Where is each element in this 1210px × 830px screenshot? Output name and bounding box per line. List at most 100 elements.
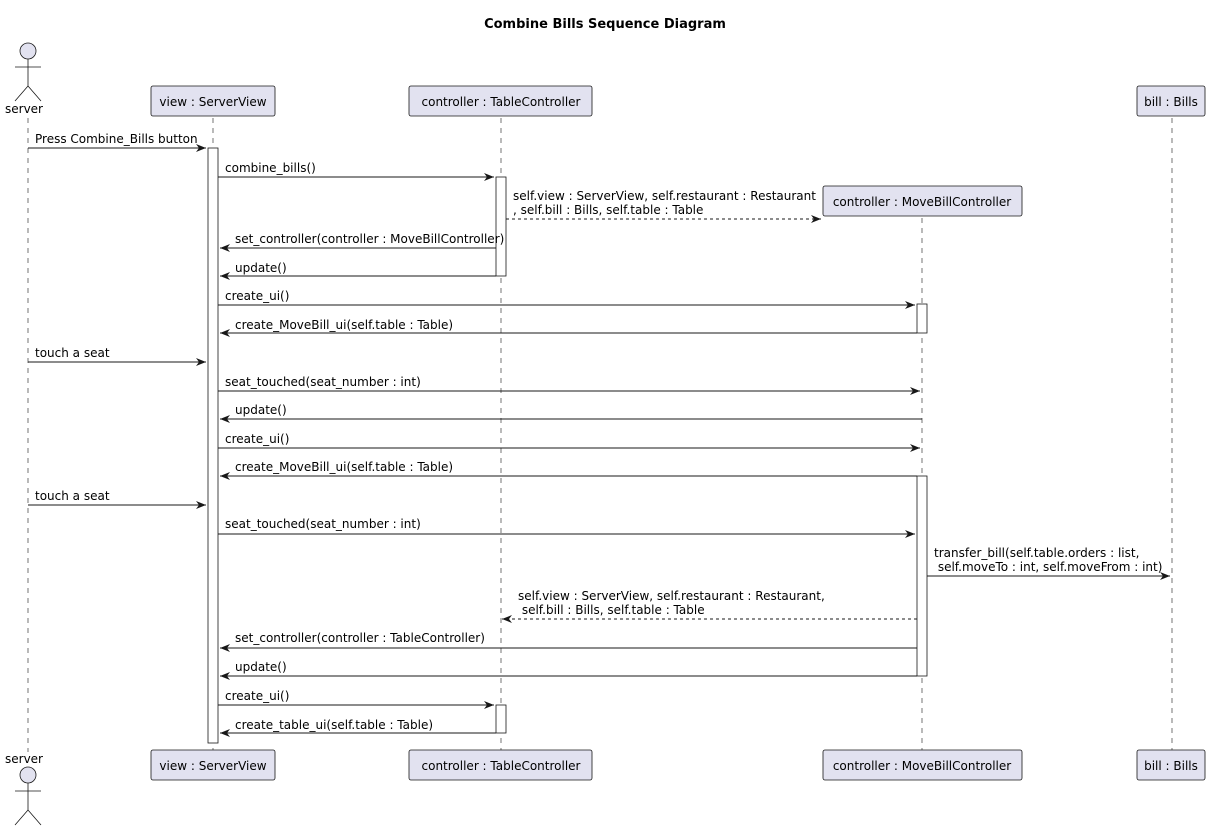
message-label: update() bbox=[235, 660, 287, 674]
message-label: seat_touched(seat_number : int) bbox=[225, 375, 421, 389]
participant-box bbox=[1136, 85, 1206, 117]
message: create_table_ui(self.table : Table) bbox=[220, 718, 496, 737]
participant-table-controller-bottom: controller : TableController bbox=[408, 749, 593, 781]
message-label: seat_touched(seat_number : int) bbox=[225, 517, 421, 531]
message: touch a seat bbox=[28, 489, 206, 509]
message: create_MoveBill_ui(self.table : Table) bbox=[220, 460, 917, 480]
message-label: combine_bills() bbox=[225, 161, 316, 175]
participant-view-bottom: view : ServerView bbox=[150, 749, 276, 781]
actor-server-top: server bbox=[5, 42, 43, 116]
message-label: create_ui() bbox=[225, 289, 289, 303]
message: create_ui() bbox=[218, 689, 494, 709]
activation-move-bill-controller-1 bbox=[916, 303, 928, 334]
message: set_controller(controller : MoveBillCont… bbox=[220, 232, 504, 252]
actor-label: server bbox=[5, 102, 43, 116]
message: update() bbox=[220, 660, 917, 680]
message-label: create_MoveBill_ui(self.table : Table) bbox=[235, 318, 453, 332]
participant-label: bill : Bills bbox=[1144, 759, 1198, 773]
arrowhead-icon bbox=[196, 501, 206, 509]
message: create_ui() bbox=[218, 432, 920, 452]
actor-body-icon bbox=[14, 59, 42, 102]
message-label: set_controller(controller : TableControl… bbox=[235, 631, 485, 645]
message-label: set_controller(controller : MoveBillCont… bbox=[235, 232, 504, 246]
arrowhead-icon bbox=[220, 644, 230, 652]
message-label: create_MoveBill_ui(self.table : Table) bbox=[235, 460, 453, 474]
participant-box bbox=[1136, 749, 1206, 781]
participant-box bbox=[822, 185, 1023, 217]
participant-label: controller : TableController bbox=[422, 95, 581, 109]
message: update() bbox=[220, 261, 496, 280]
participant-bill-bottom: bill : Bills bbox=[1136, 749, 1206, 781]
message: set_controller(controller : TableControl… bbox=[220, 631, 917, 652]
message: self.view : ServerView, self.restaurant … bbox=[506, 189, 821, 223]
participant-box bbox=[408, 749, 593, 781]
message-label: create_table_ui(self.table : Table) bbox=[235, 718, 433, 732]
actor-server-bottom: server bbox=[5, 752, 43, 826]
message: Press Combine_Bills button bbox=[28, 132, 206, 152]
actor-head-icon bbox=[19, 42, 37, 60]
diagram-title: Combine Bills Sequence Diagram bbox=[484, 17, 726, 32]
participant-label: view : ServerView bbox=[159, 759, 266, 773]
arrowhead-icon bbox=[910, 444, 920, 452]
message-label: create_ui() bbox=[225, 689, 289, 703]
message: update() bbox=[220, 403, 922, 423]
message-label: transfer_bill(self.table.orders : list, bbox=[934, 546, 1139, 560]
message: create_ui() bbox=[218, 289, 915, 309]
actor-label: server bbox=[5, 752, 43, 766]
participant-box bbox=[150, 749, 276, 781]
message-label: self.bill : Bills, self.table : Table bbox=[518, 603, 705, 617]
activation-table-controller-1 bbox=[495, 176, 507, 277]
activation-view bbox=[207, 147, 219, 744]
message: touch a seat bbox=[28, 346, 206, 366]
message: seat_touched(seat_number : int) bbox=[218, 375, 920, 395]
arrowhead-icon bbox=[220, 272, 230, 280]
arrowhead-icon bbox=[905, 530, 915, 538]
actor-head-icon bbox=[19, 766, 37, 784]
arrowhead-icon bbox=[1160, 572, 1170, 580]
actor-body-icon bbox=[14, 783, 42, 826]
participant-box bbox=[408, 85, 593, 117]
activation-move-bill-controller-2 bbox=[916, 475, 928, 677]
message-label: touch a seat bbox=[35, 489, 110, 503]
message-label: self.moveTo : int, self.moveFrom : int) bbox=[934, 560, 1162, 574]
participant-box bbox=[822, 749, 1023, 781]
arrowhead-icon bbox=[484, 701, 494, 709]
arrowhead-icon bbox=[910, 387, 920, 395]
arrowhead-icon bbox=[220, 415, 230, 423]
participant-label: view : ServerView bbox=[159, 95, 266, 109]
arrowhead-icon bbox=[220, 329, 230, 337]
message-label: create_ui() bbox=[225, 432, 289, 446]
message-label: update() bbox=[235, 261, 287, 275]
participant-bill-top: bill : Bills bbox=[1136, 85, 1206, 117]
participant-table-controller-top: controller : TableController bbox=[408, 85, 593, 117]
message-label: self.view : ServerView, self.restaurant … bbox=[513, 189, 816, 203]
message: self.view : ServerView, self.restaurant … bbox=[502, 589, 917, 623]
message: transfer_bill(self.table.orders : list, … bbox=[927, 546, 1170, 580]
message-label: touch a seat bbox=[35, 346, 110, 360]
message-label: Press Combine_Bills button bbox=[35, 132, 198, 146]
participant-label: controller : MoveBillController bbox=[833, 195, 1011, 209]
participant-label: bill : Bills bbox=[1144, 95, 1198, 109]
activation-table-controller-2 bbox=[495, 704, 507, 734]
arrowhead-icon bbox=[196, 144, 206, 152]
arrowhead-icon bbox=[811, 215, 821, 223]
message-label: update() bbox=[235, 403, 287, 417]
message: create_MoveBill_ui(self.table : Table) bbox=[220, 318, 917, 337]
arrowhead-icon bbox=[220, 472, 230, 480]
arrowhead-icon bbox=[220, 672, 230, 680]
participant-move-bill-controller-bottom: controller : MoveBillController bbox=[822, 749, 1023, 781]
message-label: , self.bill : Bills, self.table : Table bbox=[513, 203, 703, 217]
participant-view-top: view : ServerView bbox=[150, 85, 276, 117]
arrowhead-icon bbox=[196, 358, 206, 366]
arrowhead-icon bbox=[484, 173, 494, 181]
participant-box bbox=[150, 85, 276, 117]
arrowhead-icon bbox=[905, 301, 915, 309]
message: combine_bills() bbox=[218, 161, 494, 181]
participant-move-bill-controller-created: controller : MoveBillController bbox=[822, 185, 1023, 217]
message: seat_touched(seat_number : int) bbox=[218, 517, 915, 538]
participant-label: controller : MoveBillController bbox=[833, 759, 1011, 773]
message-label: self.view : ServerView, self.restaurant … bbox=[518, 589, 825, 603]
arrowhead-icon bbox=[220, 244, 230, 252]
arrowhead-icon bbox=[502, 615, 512, 623]
